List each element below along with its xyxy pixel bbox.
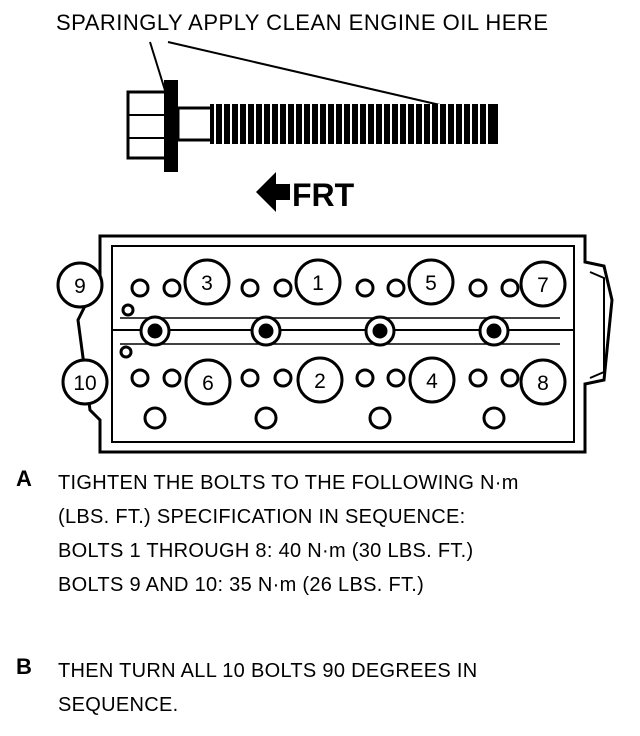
step-a-line-1: TIGHTEN THE BOLTS TO THE FOLLOWING N·m [58, 472, 519, 494]
bolt-8-callout: 8 [519, 358, 567, 406]
bolt-5-number: 5 [425, 272, 437, 295]
bolt-10-callout: 10 [61, 358, 109, 406]
step-b-letter: B [16, 654, 32, 679]
bolt-2-callout: 2 [296, 356, 344, 404]
bolt-8-number: 8 [537, 372, 549, 395]
bolt-10-number: 10 [73, 372, 96, 395]
bolt-4-number: 4 [426, 370, 438, 393]
bolt-6-callout: 6 [184, 358, 232, 406]
step-b-line-1: THEN TURN ALL 10 BOLTS 90 DEGREES IN [58, 660, 478, 682]
bolt-6-number: 6 [202, 372, 214, 395]
step-a-line-2: (LBS. FT.) SPECIFICATION IN SEQUENCE: [58, 506, 466, 528]
bolt-2-number: 2 [314, 370, 326, 393]
journal-holes [119, 278, 520, 430]
bolt-1-callout: 1 [294, 258, 342, 306]
oil-instruction-label: SPARINGLY APPLY CLEAN ENGINE OIL HERE [56, 10, 549, 35]
cylinder-head-diagram: FRT 9 3 [56, 41, 614, 454]
bolt-7-callout: 7 [519, 260, 567, 308]
bolt-3-number: 3 [201, 272, 213, 295]
front-arrow-icon [256, 172, 290, 212]
step-a-line-4: BOLTS 9 AND 10: 35 N·m (26 LBS. FT.) [58, 574, 425, 596]
step-b-text: THEN TURN ALL 10 BOLTS 90 DEGREES IN SEQ… [58, 654, 477, 722]
bolt-7-number: 7 [537, 274, 549, 297]
bolt-sequence-callouts: 9 3 1 5 7 10 6 2 [56, 258, 567, 406]
bolt-9-number: 9 [74, 275, 86, 298]
step-a-letter: A [16, 466, 32, 491]
step-b-line-2: SEQUENCE. [58, 694, 179, 716]
step-a-line-3: BOLTS 1 THROUGH 8: 40 N·m (30 LBS. FT.) [58, 540, 474, 562]
step-a-text: TIGHTEN THE BOLTS TO THE FOLLOWING N·m (… [58, 466, 519, 602]
head-bolt-icon [126, 80, 498, 172]
bolt-3-callout: 3 [183, 258, 231, 306]
bolt-5-callout: 5 [407, 258, 455, 306]
bolt-1-number: 1 [312, 272, 324, 295]
leader-line-thread [167, 41, 441, 106]
bolt-9-callout: 9 [56, 261, 104, 309]
front-direction-label: FRT [292, 177, 355, 213]
bolt-4-callout: 4 [408, 356, 456, 404]
